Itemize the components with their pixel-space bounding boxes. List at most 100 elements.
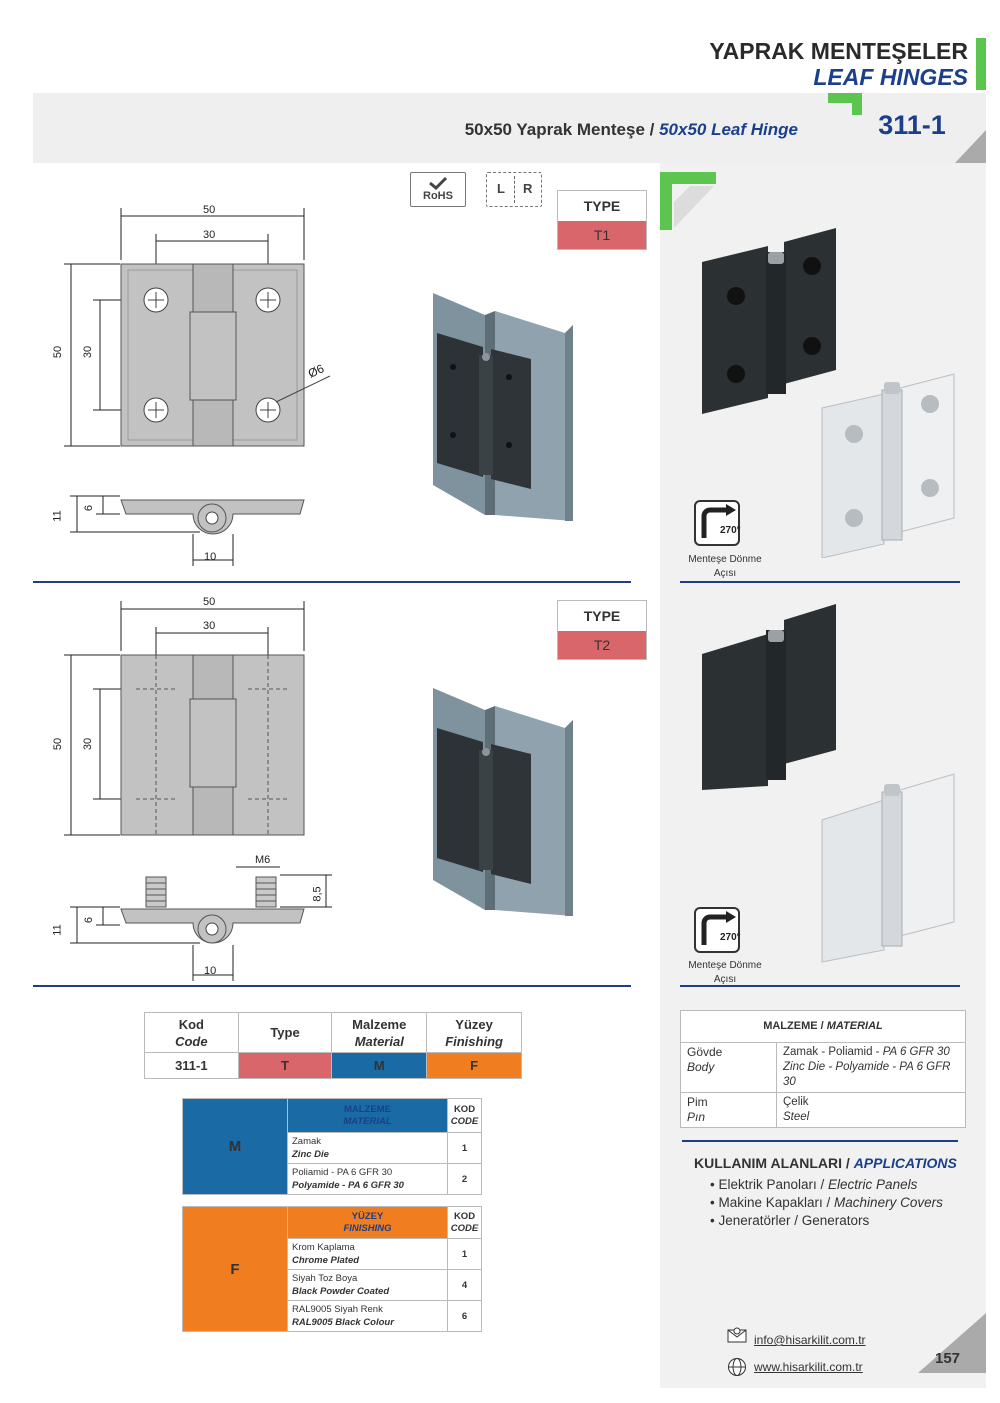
t1-dim-thick11: 11 <box>51 510 64 522</box>
material-letter: M <box>182 1098 288 1195</box>
material-row-tr: Poliamid - PA 6 GFR 30 <box>292 1167 393 1178</box>
rohs-check-icon <box>429 176 448 190</box>
page-number: 157 <box>935 1350 961 1367</box>
divider-left-2 <box>33 985 631 987</box>
t1-dim-thick6: 6 <box>83 504 96 512</box>
application-item: • Jeneratörler / Generators <box>710 1212 943 1230</box>
t1-rotation-angle: 270° <box>720 525 741 536</box>
material-spec-title-en: MATERIAL <box>826 1020 883 1032</box>
finishing-row: Siyah Toz Boya Black Powder Coated <box>287 1269 448 1301</box>
material-code-col: KOD CODE <box>447 1098 482 1133</box>
green-corner-panel <box>660 172 716 230</box>
finishing-header-en: Finishing <box>445 1033 503 1049</box>
title-band <box>33 93 986 163</box>
t2-rotation-angle: 270° <box>720 932 741 943</box>
finishing-subheader: YÜZEY FINISHING <box>287 1206 448 1239</box>
type-value: T <box>237 1052 333 1079</box>
t2-rotation-caption-line1: Menteşe Dönme <box>688 960 762 971</box>
material-spec-value-tr: Zamak - Poliamid - <box>783 1046 883 1058</box>
finishing-row-en: Chrome Plated <box>292 1255 360 1266</box>
website-link[interactable]: www.hisarkilit.com.tr <box>754 1360 863 1374</box>
material-spec-value-grade: PA 6 GFR 30 <box>882 1046 950 1058</box>
t1-rotation-caption: Menteşe Dönme Açısı <box>670 553 780 581</box>
material-row-en: Polyamide - PA 6 GFR 30 <box>292 1180 404 1191</box>
material-spec-part-tr: Gövde <box>687 1045 723 1059</box>
material-spec-title-tr: MALZEME / <box>763 1020 824 1032</box>
t2-dim-height50: 50 <box>52 737 65 751</box>
finishing-row-code: 1 <box>447 1238 482 1270</box>
material-spec-table: MALZEME / MATERIAL Gövde Body Zamak - Po… <box>680 1010 966 1128</box>
t2-black-hinge-image <box>702 604 836 790</box>
material-subheader-en: MATERIAL <box>343 1115 392 1127</box>
material-row: Poliamid - PA 6 GFR 30 Polyamide - PA 6 … <box>287 1163 448 1195</box>
application-item-tr: • Makine Kapakları / <box>710 1195 831 1210</box>
product-code: 311-1 <box>878 110 946 140</box>
t1-mounted-illustration <box>433 293 573 521</box>
divider-left-1 <box>33 581 631 583</box>
catalog-heading: YAPRAK MENTEŞELER LEAF HINGES <box>709 38 968 90</box>
application-item-tr: • Jeneratörler / Generators <box>710 1213 870 1228</box>
rohs-badge: RoHS <box>410 172 466 207</box>
material-code-table: M MALZEME MATERIAL KOD CODE Zamak Zinc D… <box>182 1098 482 1195</box>
material-spec-part: Pim Pın <box>680 1092 777 1128</box>
type-header: Type <box>237 1012 333 1053</box>
finishing-header-tr: Yüzey <box>455 1016 493 1032</box>
code-header: Kod Code <box>144 1012 239 1053</box>
catalog-title-en: LEAF HINGES <box>813 64 968 90</box>
t2-dim-width30: 30 <box>203 620 216 632</box>
material-spec-part: Gövde Body <box>680 1042 777 1093</box>
finishing-code-en: CODE <box>450 1222 479 1234</box>
code-value: 311-1 <box>144 1052 239 1079</box>
email-link[interactable]: info@hisarkilit.com.tr <box>754 1333 866 1347</box>
rotation-icon <box>701 504 736 538</box>
product-name-en: 50x50 Leaf Hinge <box>659 120 798 139</box>
grey-corner <box>955 130 986 163</box>
application-item-tr: • Elektrik Panoları / <box>710 1177 825 1192</box>
finishing-code-tr: KOD <box>453 1210 476 1222</box>
material-header: Malzeme Material <box>331 1012 428 1053</box>
right-label: R <box>523 181 533 196</box>
applications-divider <box>682 1140 958 1142</box>
t2-dim-thick11: 11 <box>51 924 64 936</box>
material-spec-title: MALZEME / MATERIAL <box>680 1010 966 1043</box>
finishing-row: Krom Kaplama Chrome Plated <box>287 1238 448 1270</box>
applications-title-tr: KULLANIM ALANLARI / <box>694 1155 850 1171</box>
material-header-en: Material <box>354 1033 404 1049</box>
globe-icon <box>728 1358 746 1376</box>
t1-dim-knuckle: 10 <box>204 551 217 563</box>
t1-dim-height30: 30 <box>82 345 95 359</box>
finishing-subheader-en: FINISHING <box>343 1222 392 1234</box>
material-spec-value: Zamak - Poliamid - PA 6 GFR 30 Zinc Die … <box>776 1042 966 1093</box>
finishing-row-en: Black Powder Coated <box>292 1286 390 1297</box>
finishing-row-en: RAL9005 Black Colour <box>292 1317 394 1328</box>
t2-dim-knuckle: 10 <box>204 965 217 977</box>
t2-chrome-hinge-image <box>821 773 955 963</box>
finishing-letter: F <box>182 1206 288 1332</box>
lr-divider <box>514 176 515 203</box>
type-t2-value: T2 <box>558 631 646 659</box>
material-row-en: Zinc Die <box>292 1149 329 1160</box>
type-t1-box: TYPE T1 <box>557 190 647 250</box>
material-spec-part-tr: Pim <box>687 1095 708 1109</box>
t2-technical-drawing <box>64 601 332 981</box>
application-item-en: Machinery Covers <box>834 1195 943 1210</box>
finishing-row: RAL9005 Siyah Renk RAL9005 Black Colour <box>287 1300 448 1332</box>
t2-rotation-caption-line2: Açısı <box>713 974 737 985</box>
material-subheader-tr: MALZEME <box>344 1103 391 1115</box>
material-row: Zamak Zinc Die <box>287 1132 448 1164</box>
material-row-tr: Zamak <box>292 1136 322 1147</box>
finishing-code-col: KOD CODE <box>447 1206 482 1239</box>
t1-dim-width30: 30 <box>203 229 216 241</box>
finishing-row-tr: Siyah Toz Boya <box>292 1273 358 1284</box>
finishing-row-code: 4 <box>447 1269 482 1301</box>
t2-rotation-caption: Menteşe Dönme Açısı <box>670 959 780 987</box>
left-label: L <box>497 181 505 196</box>
material-spec-value: Çelik Steel <box>776 1092 966 1128</box>
material-spec-value-tr: Çelik <box>783 1096 809 1108</box>
code-header-tr: Kod <box>178 1016 204 1032</box>
finishing-value: F <box>426 1052 522 1079</box>
left-right-badge: L R <box>486 172 542 207</box>
green-corner-top <box>828 93 862 115</box>
rotation-icon <box>701 911 736 945</box>
finishing-row-tr: Krom Kaplama <box>292 1242 355 1253</box>
